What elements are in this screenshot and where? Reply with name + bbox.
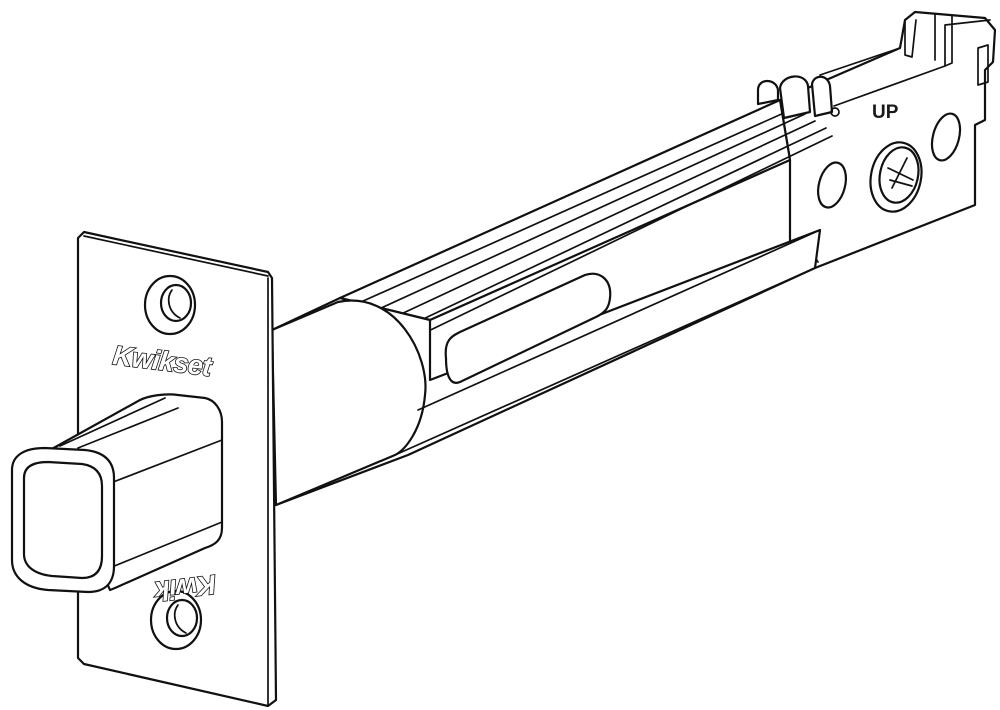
screw-hole-top [143,274,197,336]
up-label: UP [872,102,899,123]
housing-slot [444,272,612,384]
guide-channel [338,47,946,339]
mounting-frame: UP [778,10,997,270]
frame-hole-right [930,112,962,162]
frame-hole-left [817,161,847,209]
latch-housing [270,228,822,507]
screw-hole-bottom [149,589,203,651]
bolt [10,393,224,594]
spindle-hub [869,141,923,213]
